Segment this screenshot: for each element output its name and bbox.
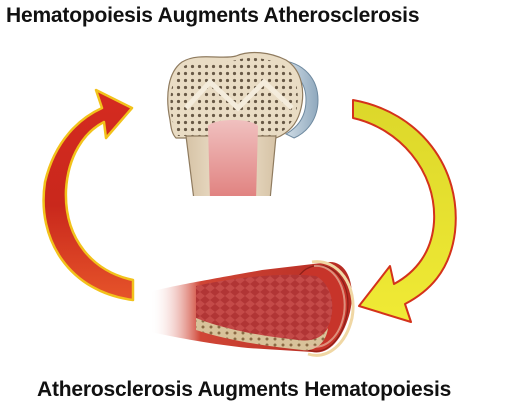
artery-cross-section-illustration — [150, 260, 355, 357]
cycle-arrow-right — [352, 99, 457, 323]
cycle-arrow-left — [42, 88, 135, 302]
top-caption: Hematopoiesis Augments Atherosclerosis — [6, 4, 420, 27]
bone-illustration — [167, 51, 319, 208]
bottom-caption: Atherosclerosis Augments Hematopoiesis — [37, 378, 452, 401]
